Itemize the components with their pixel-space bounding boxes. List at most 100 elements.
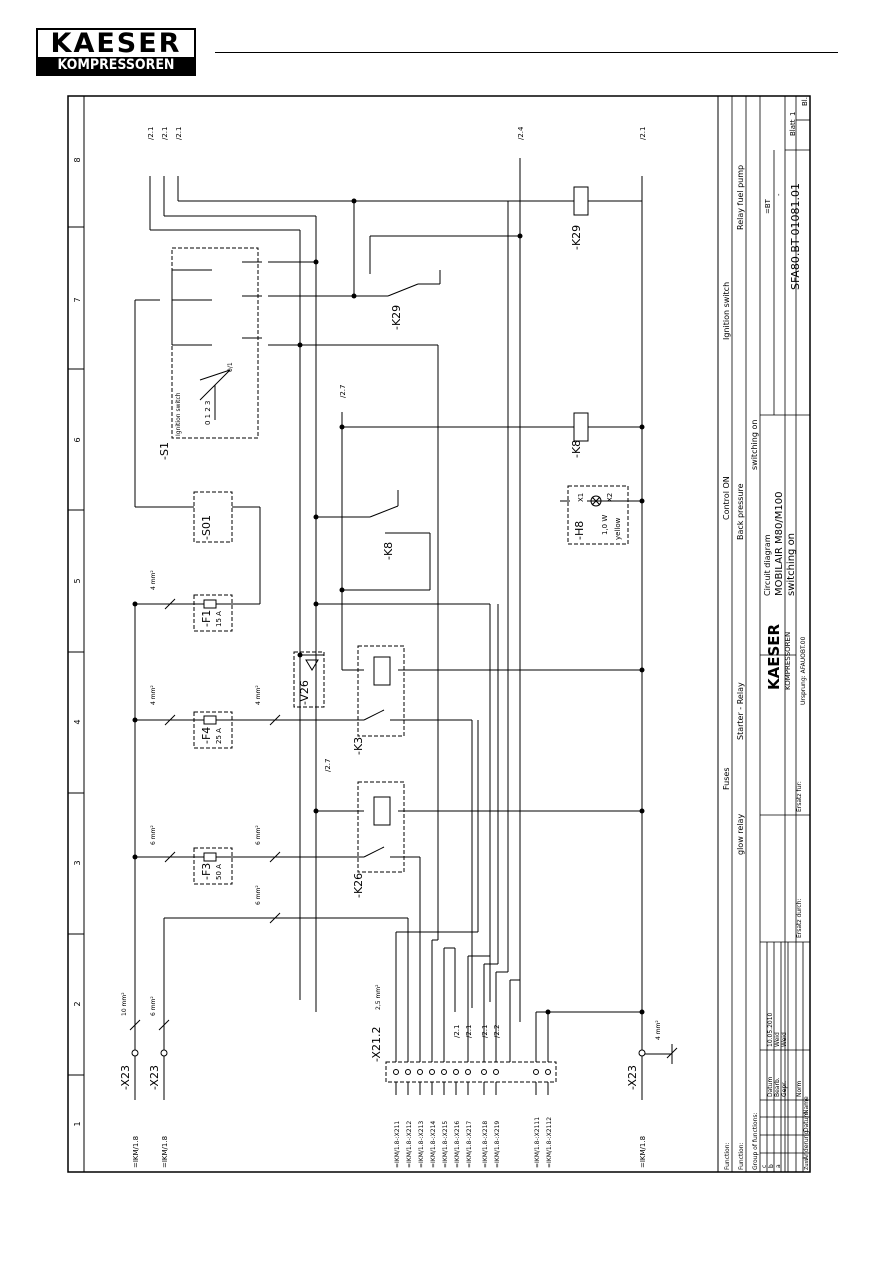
tb-title1: Circuit diagram bbox=[763, 534, 772, 596]
f3-rating: 50 A bbox=[215, 864, 223, 880]
x21-term-8: =IKM/1.8-:X218 bbox=[482, 1121, 489, 1168]
wire-6mm-c: 6 mm² bbox=[255, 825, 262, 845]
tb-aenderung: Änderung bbox=[803, 1131, 810, 1160]
grid-col-4: 4 bbox=[73, 719, 82, 724]
f1-label: -F1 bbox=[200, 610, 213, 627]
xref-50: /2.1 bbox=[161, 127, 169, 141]
xref-b6: /2.2 bbox=[493, 1025, 501, 1039]
tb-brand-sub: KOMPRESSOREN bbox=[784, 632, 792, 690]
xref-27a: /2.7 bbox=[339, 385, 347, 399]
x21-term-2: =IKM/1.8-:X212 bbox=[406, 1121, 413, 1168]
tb-rev-c: c bbox=[761, 1165, 768, 1168]
x21-term-4: =IKM/1.8-:X214 bbox=[430, 1121, 437, 1168]
header-rule bbox=[215, 52, 838, 53]
h8-x1: X1 bbox=[577, 493, 585, 502]
tb-dash: - bbox=[775, 193, 783, 196]
s01-box bbox=[193, 491, 233, 543]
fn-glow-relay: glow relay bbox=[736, 814, 745, 855]
xref-h18: /2.1 bbox=[465, 1025, 473, 1039]
h8-power: 1,0 W bbox=[601, 515, 609, 535]
h8-lamp bbox=[590, 495, 602, 507]
tb-group: Group of functions: bbox=[752, 1112, 759, 1170]
sheet-frame bbox=[67, 95, 811, 1173]
xref-h0: /2.1 bbox=[453, 1025, 461, 1039]
wire-4mm-a: 4 mm² bbox=[150, 685, 157, 705]
s1-label: -S1 bbox=[158, 442, 171, 460]
grid-col-1: 1 bbox=[73, 1121, 82, 1126]
f3-label: -F3 bbox=[200, 863, 213, 880]
tb-brand: KAESER bbox=[765, 623, 783, 690]
x21-term-7: =IKM/1.8-:X217 bbox=[466, 1121, 473, 1168]
k8-label: -K8 bbox=[382, 542, 395, 560]
x21-term-1: =IKM/1.8-:X211 bbox=[394, 1121, 401, 1168]
tb-rev-a: a bbox=[775, 1164, 782, 1168]
tb-drawing-no: SFA80.BT-01081.01 bbox=[789, 183, 802, 290]
tb-sheet-label: Blatt bbox=[789, 119, 797, 136]
ikm31-label: =IKM/1.8 bbox=[639, 1136, 647, 1168]
h8-color: yellow bbox=[614, 517, 622, 540]
x21-label: -X21.2 bbox=[370, 1027, 383, 1062]
tb-date: 10.05.2010 bbox=[767, 1012, 774, 1047]
s01-label: -S01 bbox=[200, 515, 213, 540]
k29-coil bbox=[573, 186, 589, 216]
wire-4mm-b: 4 mm² bbox=[255, 685, 262, 705]
x21-term-9: =IKM/1.8-:X219 bbox=[494, 1121, 501, 1168]
f3-box bbox=[193, 847, 233, 885]
wire-10mm: 10 mm² bbox=[121, 992, 128, 1016]
grid-col-7: 7 bbox=[73, 297, 82, 302]
grid-col-5: 5 bbox=[73, 578, 82, 583]
tb-title3: switching on bbox=[786, 533, 797, 596]
tb-replaced-by: Ersatz durch: bbox=[796, 898, 803, 938]
wire-4mm-c: 4 mm² bbox=[150, 570, 157, 590]
tb-bearb: Weid bbox=[774, 1032, 781, 1047]
tb-date-label: Datum bbox=[767, 1077, 774, 1097]
x23-31-label: -X23 bbox=[626, 1065, 639, 1090]
tb-gepr: Weid bbox=[781, 1032, 788, 1047]
fn-relay-fuel-pump: Relay fuel pump bbox=[736, 165, 745, 230]
k29-label: -K29 bbox=[390, 305, 403, 330]
f1-box bbox=[193, 594, 233, 632]
wire-6mm-d: 6 mm² bbox=[255, 885, 262, 905]
tb-datum-label2: Datum bbox=[803, 1112, 810, 1132]
xref-19bt: /2.1 bbox=[175, 127, 183, 141]
kaeser-logo: KAESER KOMPRESSOREN bbox=[36, 28, 196, 76]
f4-box bbox=[193, 711, 233, 749]
tb-name-label: Name bbox=[803, 1096, 810, 1114]
fn-ignition-switch: Ignition switch bbox=[722, 282, 731, 340]
f1-rating: 15 A bbox=[215, 611, 223, 627]
s1-positions: 0 1 2 3 bbox=[204, 401, 212, 426]
k26-box bbox=[357, 781, 405, 873]
f4-label: -F4 bbox=[200, 727, 213, 744]
k3-box bbox=[357, 645, 405, 737]
tb-bearb-label: Bearb. bbox=[774, 1077, 781, 1097]
k29-coil-label: -K29 bbox=[570, 225, 583, 250]
h8-box bbox=[567, 485, 629, 545]
ikm19-label: =IKM/1.8 bbox=[161, 1136, 169, 1168]
tb-gepr-label: Gepr. bbox=[781, 1081, 788, 1097]
tb-norm-label: Norm bbox=[796, 1080, 803, 1097]
x21-term-12: =IKM/1.8-:X2112 bbox=[546, 1117, 553, 1168]
grid-col-6: 6 bbox=[73, 437, 82, 442]
tb-sheet-no: 1 bbox=[789, 112, 797, 116]
k8-coil-label: -K8 bbox=[570, 440, 583, 458]
x21-term-11: =IKM/1.8-:X2111 bbox=[534, 1117, 541, 1168]
tb-function2: Function: bbox=[738, 1142, 745, 1170]
h8-x2: X2 bbox=[606, 493, 614, 502]
wire-6mm-b: 6 mm² bbox=[150, 825, 157, 845]
tb-sheet-of: Bl. bbox=[801, 97, 809, 106]
logo-sub: KOMPRESSOREN bbox=[38, 57, 194, 74]
xref-15: /2.1 bbox=[147, 127, 155, 141]
logo-brand: KAESER bbox=[38, 30, 194, 57]
fn-switching-on: switching on bbox=[750, 420, 759, 470]
x23-30-label: -X23 bbox=[119, 1065, 132, 1090]
tb-zust: Zust. bbox=[804, 1157, 810, 1170]
fn-fuses: Fuses bbox=[722, 768, 731, 791]
tb-eq: =BT bbox=[764, 198, 772, 214]
tb-title2: MOBILAIR M80/M100 bbox=[774, 492, 785, 596]
xref-27b: /2.7 bbox=[324, 759, 332, 773]
tb-function: Function: bbox=[724, 1142, 731, 1170]
ikm30-label: =IKM/1.8 bbox=[132, 1136, 140, 1168]
k3-label: -K3 bbox=[352, 737, 365, 755]
x21-term-5: =IKM/1.8-:X215 bbox=[442, 1121, 449, 1168]
x21-term-6: =IKM/1.8-:X216 bbox=[454, 1121, 461, 1168]
